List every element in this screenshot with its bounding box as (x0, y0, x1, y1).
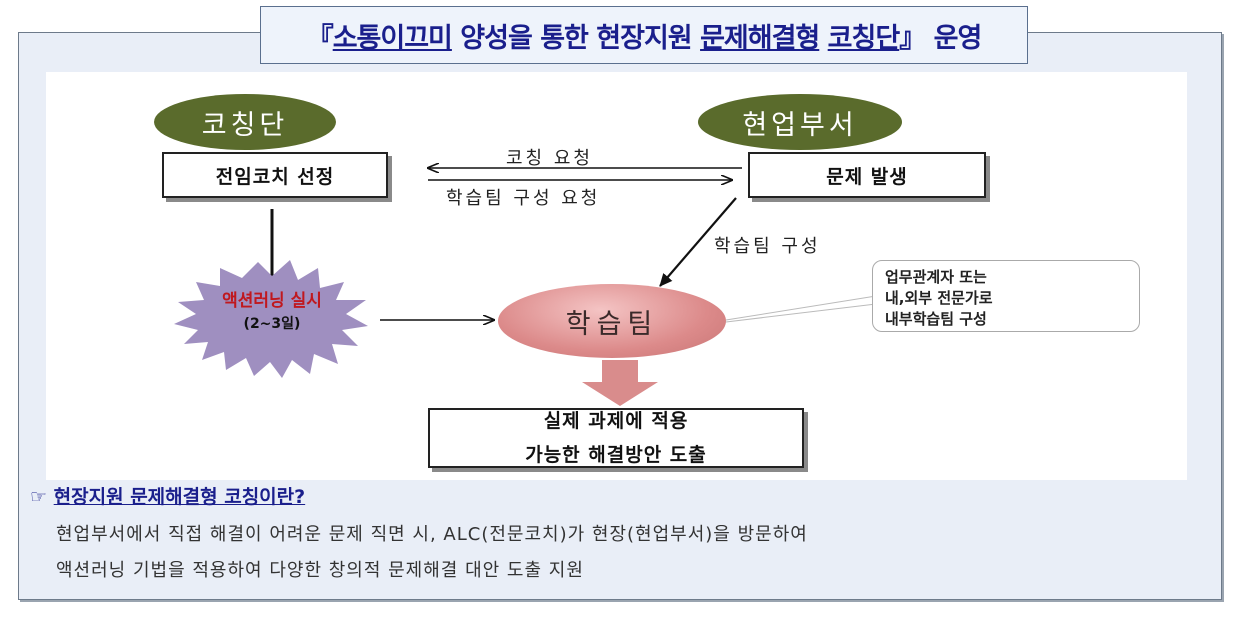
field-dept-oval: 현업부서 (698, 94, 902, 150)
team-request-label: 학습팀 구성 요청 (446, 188, 601, 209)
action-period-label: (2~3일) (243, 316, 301, 332)
team-composition-note: 업무관계자 또는 내,외부 전문가로 내부학습팀 구성 (872, 260, 1140, 332)
question-text: 현장지원 문제해결형 코칭이란? (53, 486, 306, 508)
problem-occurs-box: 문제 발생 (748, 152, 986, 198)
result-box: 실제 과제에 적용 가능한 해결방안 도출 (428, 408, 804, 468)
description-line-2: 액션러닝 기법을 적용하여 다양한 창의적 문제해결 대안 도출 지원 (56, 560, 584, 581)
note-line-1: 업무관계자 또는 (885, 268, 987, 286)
action-learning-text: 액션러닝 실시 (2~3일) (166, 286, 378, 333)
coaching-team-label: 코칭단 (201, 109, 289, 141)
note-line-2: 내,외부 전문가로 (885, 289, 993, 307)
coaching-request-label: 코칭 요청 (506, 148, 593, 169)
result-line-2: 가능한 해결방안 도출 (525, 444, 707, 466)
down-arrow-shape (582, 360, 658, 406)
learning-team-label: 학습팀 (565, 308, 659, 340)
title-part-3: 문제해결형 (700, 22, 820, 54)
question-heading: ☞ 현장지원 문제해결형 코칭이란? (30, 482, 305, 509)
title-part-1: 소통이끄미 (332, 22, 453, 54)
coaching-team-oval: 코칭단 (154, 94, 336, 150)
note-connector-bottom (725, 303, 877, 323)
select-coach-label: 전임코치 선정 (215, 165, 335, 188)
result-line-1: 실제 과제에 적용 (543, 410, 689, 432)
pointing-hand-icon: ☞ (30, 486, 48, 508)
title-part-5: 코칭단 (827, 22, 901, 54)
page-title: 『소통이끄미 양성을 통한 현장지원 문제해결형 코칭단』 운영 (260, 6, 1028, 64)
note-line-3: 내부학습팀 구성 (885, 310, 987, 328)
learning-team-oval: 학습팀 (498, 284, 726, 358)
note-connector-top (725, 295, 877, 321)
diagram: 코칭단 현업부서 전임코치 선정 문제 발생 코칭 요청 학습팀 구성 요청 학… (46, 72, 1187, 480)
team-formation-label: 학습팀 구성 (714, 236, 821, 257)
starburst-shape (174, 260, 368, 378)
field-dept-label: 현업부서 (742, 109, 858, 141)
description-line-1: 현업부서에서 직접 해결이 어려운 문제 직면 시, ALC(전문코치)가 현장… (56, 524, 808, 545)
connector-lines (174, 72, 877, 406)
arrow-team-formation (659, 197, 737, 287)
action-learning-label: 액션러닝 실시 (222, 291, 322, 311)
title-part-2: 양성을 통한 현장지원 (451, 22, 701, 54)
title-part-4 (819, 20, 827, 51)
title-part-6: 』 운영 (899, 22, 982, 54)
title-open-bracket: 『 (306, 22, 334, 54)
select-coach-box: 전임코치 선정 (162, 152, 388, 198)
problem-occurs-label: 문제 발생 (826, 165, 908, 188)
